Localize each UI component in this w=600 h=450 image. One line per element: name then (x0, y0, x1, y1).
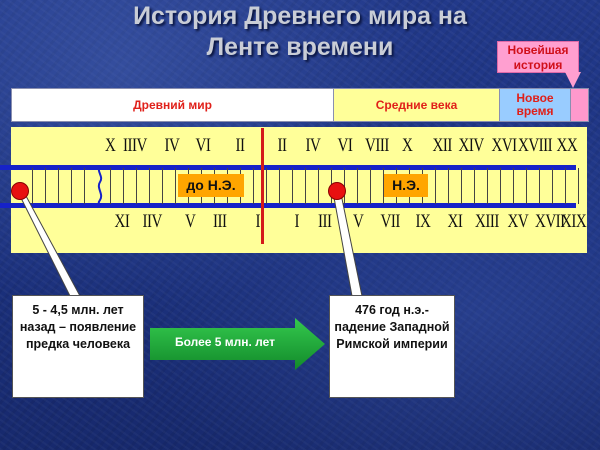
millennium-numeral: I (255, 211, 261, 232)
timeline-cell-divider (123, 168, 124, 204)
century-numeral: II (277, 135, 288, 156)
timeline-cell-divider (526, 168, 527, 204)
millennium-numeral: III (213, 211, 227, 232)
century-numeral: VIII (365, 135, 389, 156)
century-numeral: XVIII (518, 135, 553, 156)
millennium-numeral: I (294, 211, 300, 232)
timeline-cell-divider (318, 168, 319, 204)
timeline-cell-divider (539, 168, 540, 204)
century-numeral: VI (337, 135, 353, 156)
era-middle-ages: Средние века (334, 89, 500, 121)
newest-history-callout-tail (565, 72, 581, 88)
millennium-numeral: XI (447, 211, 463, 232)
millennium-numeral: IIV (142, 211, 163, 232)
century-numeral: XVI (491, 135, 518, 156)
era-bar: Древний мир Средние века Новое время (11, 88, 589, 122)
millennium-numeral: XI (114, 211, 130, 232)
century-numeral: XX (556, 135, 578, 156)
timeline-cell-divider (500, 168, 501, 204)
millennium-numeral: V (185, 211, 196, 232)
slide-title-line1: История Древнего мира на (133, 2, 467, 30)
era-newest (571, 89, 588, 121)
timeline-cell-divider (175, 168, 176, 204)
timeline-cell-divider (357, 168, 358, 204)
timeline-cell-divider (487, 168, 488, 204)
timeline-cell-divider (84, 168, 85, 204)
timeline-cell-divider (266, 168, 267, 204)
century-numeral: X (402, 135, 413, 156)
timeline-cell-divider (552, 168, 553, 204)
millennium-numeral: XVII (535, 211, 565, 232)
timeline-cell-divider (383, 168, 384, 204)
bc-label: до Н.Э. (178, 174, 244, 197)
timeline-cell-divider (513, 168, 514, 204)
bc-ad-divider (261, 128, 264, 244)
century-numeral: IV (164, 135, 180, 156)
timeline-track-bottom (0, 203, 576, 208)
century-numeral: II (235, 135, 246, 156)
timeline-cell-divider (435, 168, 436, 204)
arrow-right-icon (150, 318, 325, 370)
timeline-cell-divider (32, 168, 33, 204)
timeline-cell-divider (162, 168, 163, 204)
timeline-cell-divider (292, 168, 293, 204)
timeline-cell-divider (305, 168, 306, 204)
century-numeral: XII (432, 135, 453, 156)
duration-label: Более 5 млн. лет (174, 335, 276, 349)
millennium-numeral: V (353, 211, 364, 232)
timeline-cell-divider (58, 168, 59, 204)
timeline-break-icon (97, 166, 103, 206)
millennium-numeral: XV (507, 211, 529, 232)
timeline-cell-divider (448, 168, 449, 204)
newest-history-callout: Новейшая история (497, 41, 579, 73)
century-numeral: X (105, 135, 116, 156)
timeline-band (11, 127, 587, 253)
timeline-cell-divider (461, 168, 462, 204)
millennium-numeral: III (318, 211, 332, 232)
timeline-cell-divider (253, 168, 254, 204)
duration-arrow: Более 5 млн. лет (150, 318, 325, 370)
timeline-track-top (0, 165, 576, 170)
century-numeral: XIV (458, 135, 485, 156)
timeline-cell-divider (474, 168, 475, 204)
millennium-numeral: XIII (475, 211, 499, 232)
timeline-cell-divider (370, 168, 371, 204)
millennium-numeral: VII (380, 211, 401, 232)
timeline-cell-divider (110, 168, 111, 204)
era-ancient: Древний мир (12, 89, 334, 121)
timeline-cell-divider (578, 168, 579, 204)
timeline-cell-divider (45, 168, 46, 204)
era-modern: Новое время (500, 89, 571, 121)
century-numeral: VI (195, 135, 211, 156)
slide-title-line2: Ленте времени (206, 33, 394, 61)
timeline-cell-divider (149, 168, 150, 204)
millennium-numeral: XIX (561, 211, 587, 232)
millennium-numeral: IX (415, 211, 431, 232)
century-numeral: IIIV (123, 135, 147, 156)
timeline-cell-divider (71, 168, 72, 204)
note-rome-fall: 476 год н.э.- падение Западной Римской и… (329, 295, 455, 398)
timeline-cell-divider (279, 168, 280, 204)
note-human-ancestor: 5 - 4,5 млн. лет назад – появление предк… (12, 295, 144, 398)
timeline-cell-divider (136, 168, 137, 204)
century-numeral: IV (305, 135, 321, 156)
rome-fall-marker (328, 182, 346, 200)
ad-label: Н.Э. (384, 174, 428, 197)
origin-marker (11, 182, 29, 200)
timeline-cell-divider (565, 168, 566, 204)
